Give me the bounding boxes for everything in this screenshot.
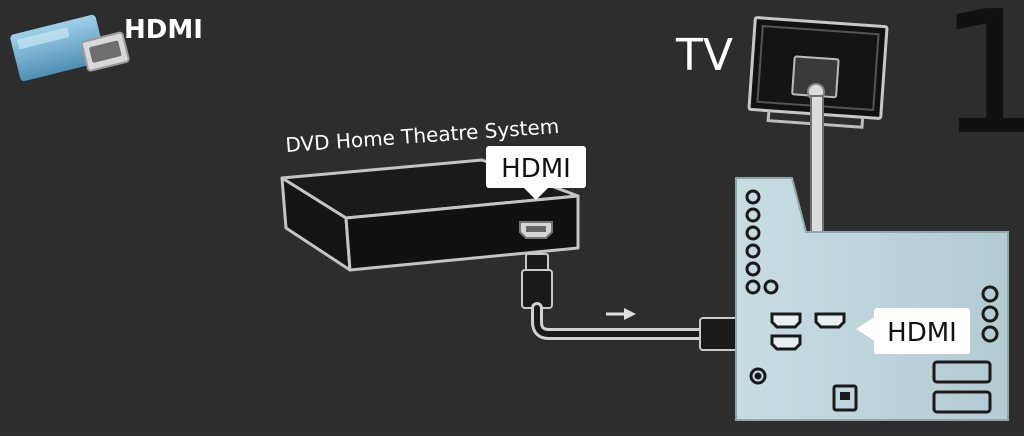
panel-audio-jacks	[745, 189, 779, 295]
hdmi-plug-icon	[10, 14, 130, 82]
tv-panel-callout-text: HDMI	[887, 318, 957, 348]
legend-label: HDMI	[124, 15, 203, 45]
hdmi-cable	[521, 253, 761, 351]
dvd-hdmi-callout	[486, 146, 586, 200]
panel-hdmi-ports	[770, 312, 846, 351]
panel-network-port	[832, 384, 858, 412]
panel-right-jacks	[981, 285, 999, 343]
arrow-right-icon	[606, 308, 636, 320]
tv-to-panel-cable	[810, 95, 824, 237]
tv-panel-hdmi-callout	[856, 308, 970, 354]
step-number: 1	[938, 0, 1024, 173]
dvd-callout-text: HDMI	[501, 154, 571, 184]
panel-antenna-jack	[749, 367, 767, 385]
tv-connector-panel	[735, 177, 1009, 421]
dvd-hdmi-port	[519, 221, 553, 239]
tv-label: TV	[675, 30, 733, 81]
panel-scart-connectors	[932, 360, 992, 414]
